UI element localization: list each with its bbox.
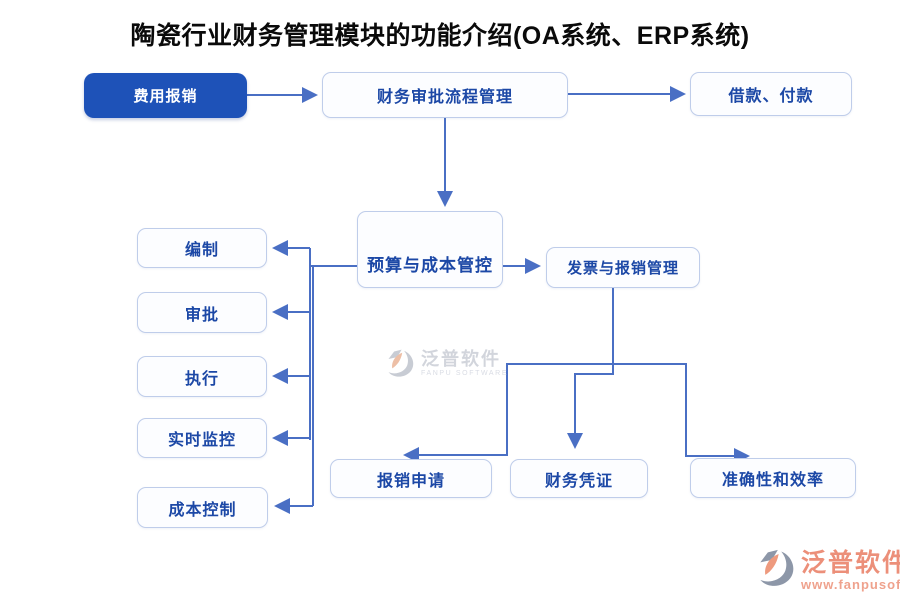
footer-brand: 泛普软件 www.fanpusoft.com bbox=[757, 549, 900, 592]
node-budget-cost-control: 预算与成本管控 bbox=[357, 211, 503, 288]
node-accuracy-efficiency: 准确性和效率 bbox=[690, 458, 856, 498]
node-financial-approval-flow: 财务审批流程管理 bbox=[322, 72, 568, 118]
node-budget-approval: 审批 bbox=[137, 292, 267, 333]
node-reimbursement-application: 报销申请 bbox=[330, 459, 492, 498]
watermark-brand-text: 泛普软件 bbox=[421, 349, 501, 369]
diagram-title: 陶瓷行业财务管理模块的功能介绍(OA系统、ERP系统) bbox=[130, 22, 750, 50]
node-financial-voucher: 财务凭证 bbox=[510, 459, 648, 498]
node-budget-preparation: 编制 bbox=[137, 228, 267, 268]
fanpu-logo-icon bbox=[388, 349, 414, 377]
node-expense-reimbursement: 费用报销 bbox=[84, 73, 247, 118]
node-cost-control: 成本控制 bbox=[137, 487, 268, 528]
node-invoice-reimbursement-mgmt: 发票与报销管理 bbox=[546, 247, 700, 288]
node-realtime-monitoring: 实时监控 bbox=[137, 418, 267, 458]
footer-url-text: www.fanpusoft.com bbox=[801, 577, 900, 592]
watermark: 泛普软件 FANPU SOFTWARE bbox=[386, 349, 508, 379]
node-budget-execution: 执行 bbox=[137, 356, 267, 397]
footer-brand-text: 泛普软件 bbox=[801, 549, 900, 577]
node-loan-payment: 借款、付款 bbox=[690, 72, 852, 116]
fanpu-logo-icon bbox=[760, 549, 794, 586]
watermark-subtitle-text: FANPU SOFTWARE bbox=[421, 370, 509, 377]
